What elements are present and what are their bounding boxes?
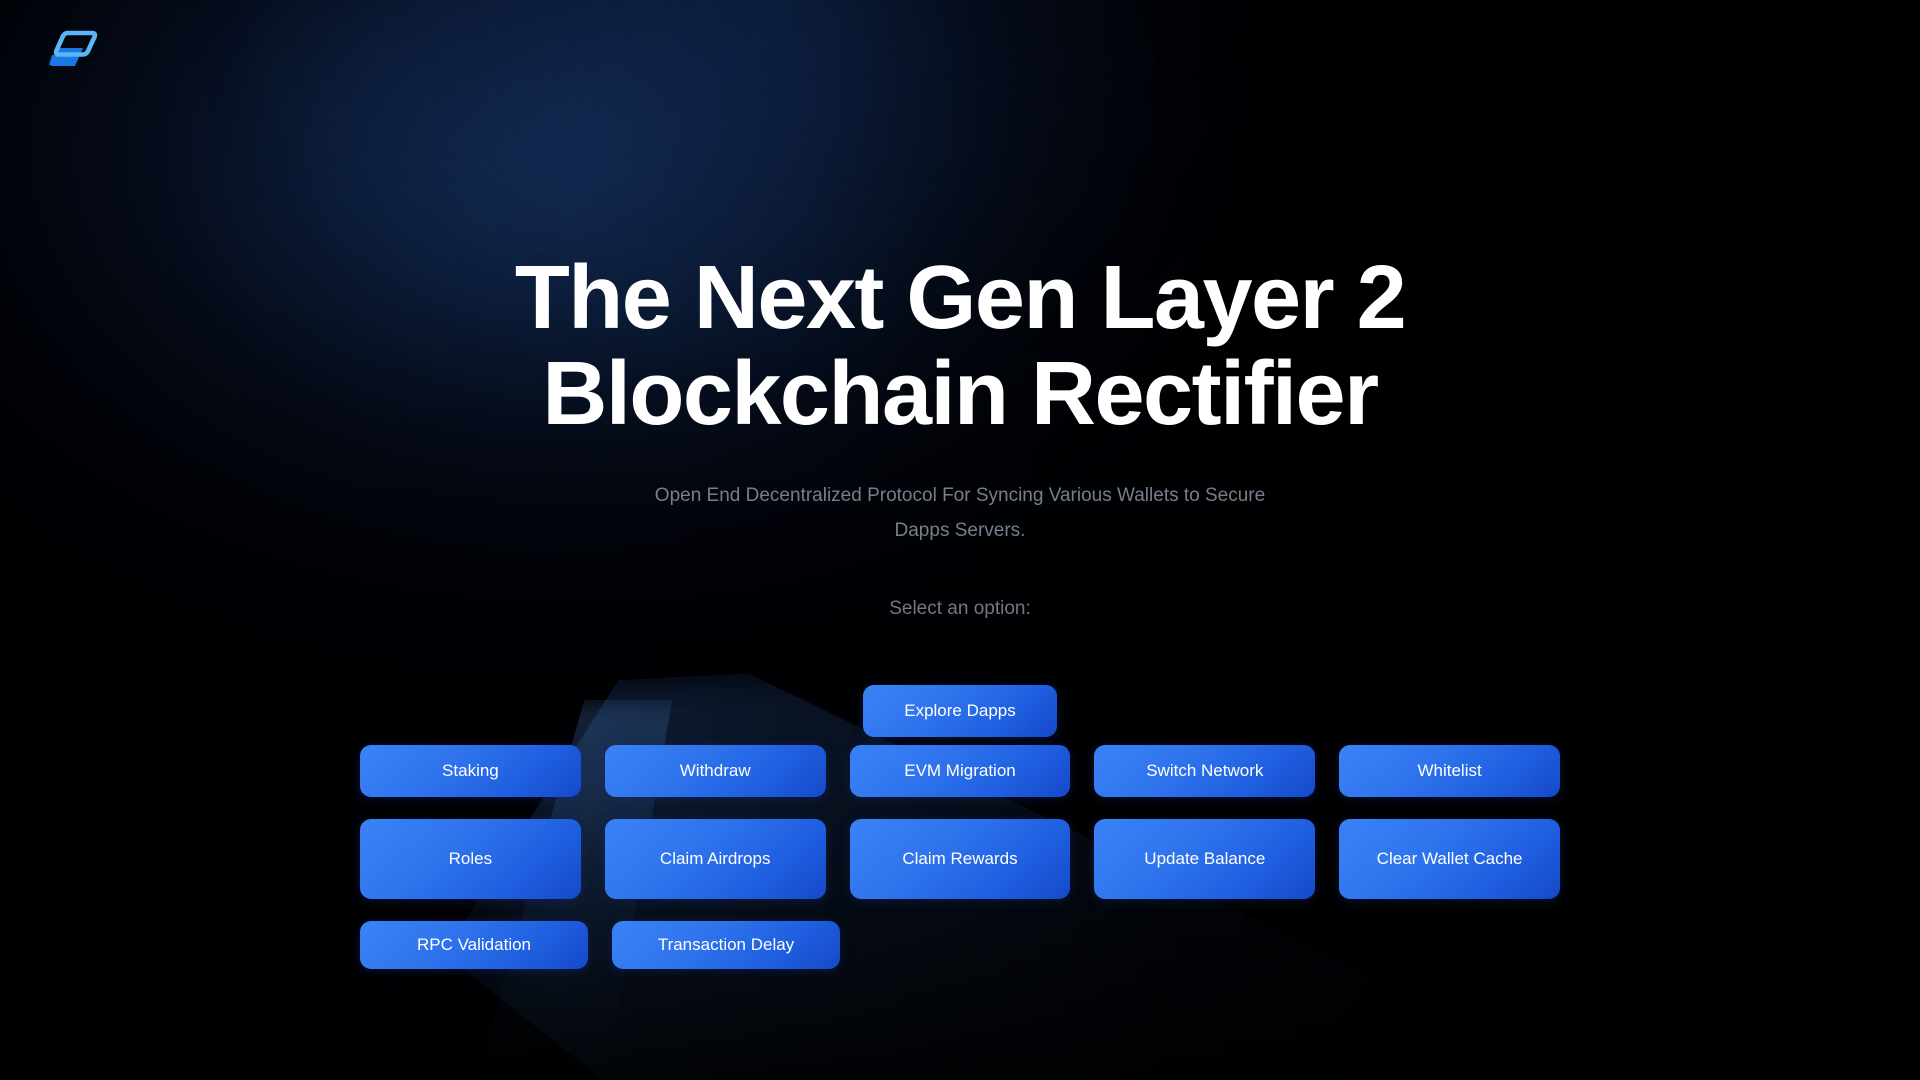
stacked-layers-logo-icon bbox=[49, 30, 98, 66]
action-button-switch-network[interactable]: Switch Network bbox=[1094, 745, 1316, 797]
action-button-claim-rewards[interactable]: Claim Rewards bbox=[849, 819, 1071, 899]
brand-logo[interactable] bbox=[46, 25, 102, 73]
action-button-rpc-validation[interactable]: RPC Validation bbox=[360, 921, 588, 969]
action-button-clear-wallet-cache[interactable]: Clear Wallet Cache bbox=[1339, 819, 1560, 899]
action-button-evm-migration[interactable]: EVM Migration bbox=[849, 745, 1071, 797]
action-row-3: RPC Validation Transaction Delay bbox=[360, 921, 1560, 969]
action-row-1: Staking Withdraw EVM Migration Switch Ne… bbox=[360, 745, 1560, 797]
action-button-transaction-delay[interactable]: Transaction Delay bbox=[612, 921, 840, 969]
action-button-roles[interactable]: Roles bbox=[360, 819, 581, 899]
action-button-update-balance[interactable]: Update Balance bbox=[1094, 819, 1316, 899]
primary-action-container: Explore Dapps bbox=[0, 685, 1920, 737]
action-grid: Staking Withdraw EVM Migration Switch Ne… bbox=[0, 745, 1920, 969]
action-button-withdraw[interactable]: Withdraw bbox=[604, 745, 826, 797]
hero-subtitle: Open End Decentralized Protocol For Sync… bbox=[654, 485, 1266, 541]
action-button-claim-airdrops[interactable]: Claim Airdrops bbox=[604, 819, 826, 899]
select-option-prompt: Select an option: bbox=[889, 598, 1031, 619]
page-title: The Next Gen Layer 2 Blockchain Rectifie… bbox=[514, 248, 1407, 444]
action-button-whitelist[interactable]: Whitelist bbox=[1339, 745, 1560, 797]
hero-section: The Next Gen Layer 2 Blockchain Rectifie… bbox=[0, 250, 1920, 621]
explore-dapps-button[interactable]: Explore Dapps bbox=[863, 685, 1057, 737]
action-row-2: Roles Claim Airdrops Claim Rewards Updat… bbox=[360, 819, 1560, 899]
action-button-staking[interactable]: Staking bbox=[360, 745, 581, 797]
